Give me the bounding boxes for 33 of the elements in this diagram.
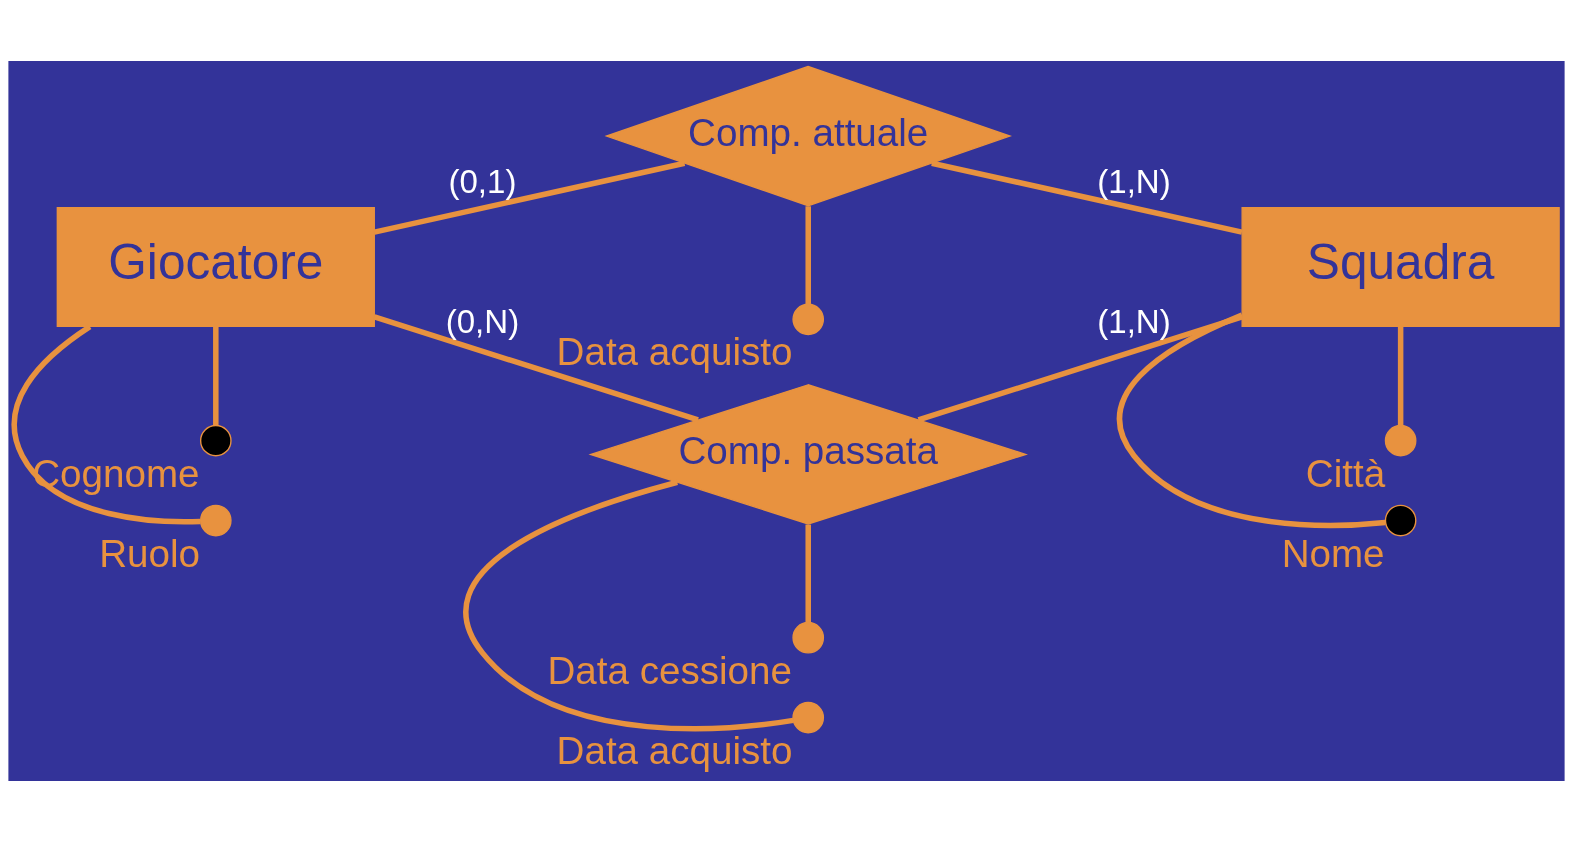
connector [213, 326, 219, 426]
edge-label: (1,N) [1097, 162, 1171, 200]
node-circle [792, 621, 825, 654]
connector [1117, 312, 1386, 529]
edge-label: (0,1) [448, 162, 517, 200]
node-box: Giocatore [56, 207, 375, 327]
connector [805, 206, 811, 304]
node-circle [1384, 504, 1417, 537]
node-label: Data acquisto [556, 330, 793, 374]
connector [1397, 326, 1404, 426]
connector [373, 314, 699, 423]
node-label: Data acquisto [556, 728, 793, 772]
node-circle [792, 303, 825, 336]
node-label: Città [1305, 451, 1386, 495]
node-diamond: Comp. attuale [604, 65, 1012, 207]
connector [463, 479, 794, 732]
connector [805, 524, 811, 623]
node-circle [199, 504, 232, 537]
connector [11, 324, 201, 525]
connector [931, 160, 1243, 235]
node-label: Data cessione [547, 648, 792, 692]
node-label: Ruolo [99, 531, 201, 575]
node-diamond: Comp. passata [588, 384, 1028, 525]
node-box: Squadra [1241, 207, 1560, 327]
node-circle [792, 701, 825, 734]
connector [917, 314, 1243, 423]
node-label: Nome [1281, 531, 1385, 575]
edge-label: (1,N) [1097, 303, 1171, 341]
connector [373, 160, 686, 235]
node-label: Cognome [32, 451, 200, 495]
node-circle [199, 424, 232, 457]
edge-label: (0,N) [445, 303, 520, 341]
node-circle [1384, 424, 1417, 457]
